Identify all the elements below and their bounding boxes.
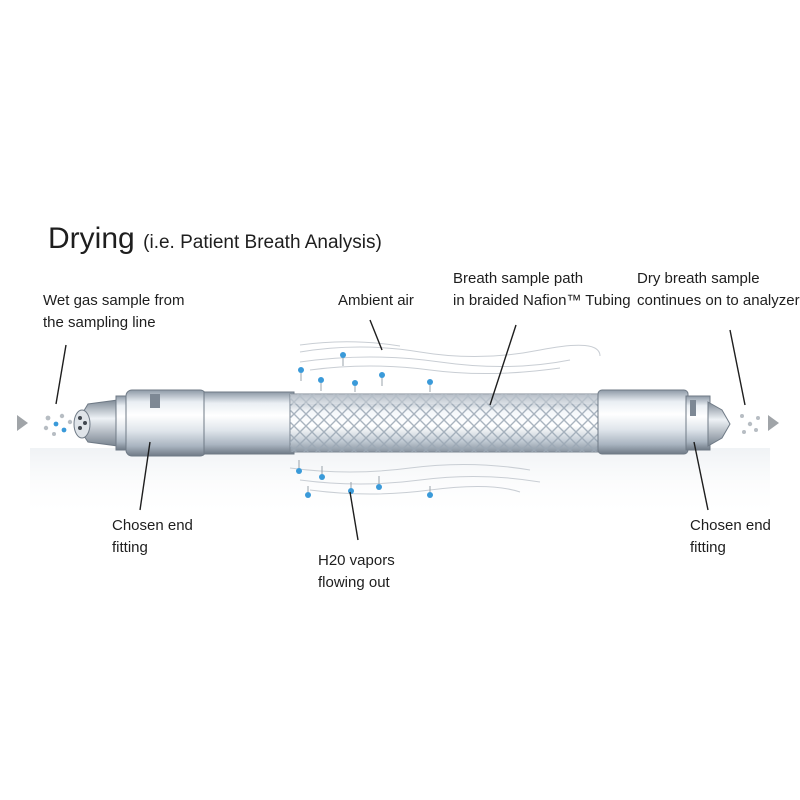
floor-shadow <box>30 448 770 518</box>
ambient-air-lines <box>299 341 601 375</box>
left-end-fitting <box>73 389 295 457</box>
leader-wet-gas <box>55 344 67 405</box>
leader-dry-breath <box>729 329 746 406</box>
leader-h2o-vapors <box>349 491 359 541</box>
label-right-chosen-end-fitting: Chosen end fitting <box>690 517 771 556</box>
label-h2o-vapors: H20 vapors flowing out <box>318 552 395 591</box>
outlet-arrow <box>768 415 779 431</box>
label-wet-gas-sample: Wet gas sample from the sampling line <box>43 292 185 331</box>
title-main: Drying <box>48 222 135 255</box>
leader-right-fitting <box>693 441 709 511</box>
inlet-arrow <box>17 415 28 431</box>
diagram-title: Drying (i.e. Patient Breath Analysis) <box>48 222 382 256</box>
outlet-particles <box>740 414 760 434</box>
right-end-fitting <box>597 389 731 455</box>
leader-breath-path <box>489 324 517 406</box>
inlet-particles <box>43 413 73 436</box>
label-ambient-air: Ambient air <box>338 292 414 309</box>
braided-nafion-tubing <box>289 393 611 453</box>
label-dry-breath-sample: Dry breath sample continues on to analyz… <box>637 270 800 309</box>
label-breath-sample-path: Breath sample path in braided Nafion™ Tu… <box>453 270 631 309</box>
leader-ambient-air <box>369 319 383 351</box>
leader-lines <box>55 319 746 541</box>
water-droplets-top <box>298 352 433 392</box>
label-left-chosen-end-fitting: Chosen end fitting <box>112 517 193 556</box>
leader-left-fitting <box>139 441 151 511</box>
title-subtitle: (i.e. Patient Breath Analysis) <box>143 232 382 253</box>
